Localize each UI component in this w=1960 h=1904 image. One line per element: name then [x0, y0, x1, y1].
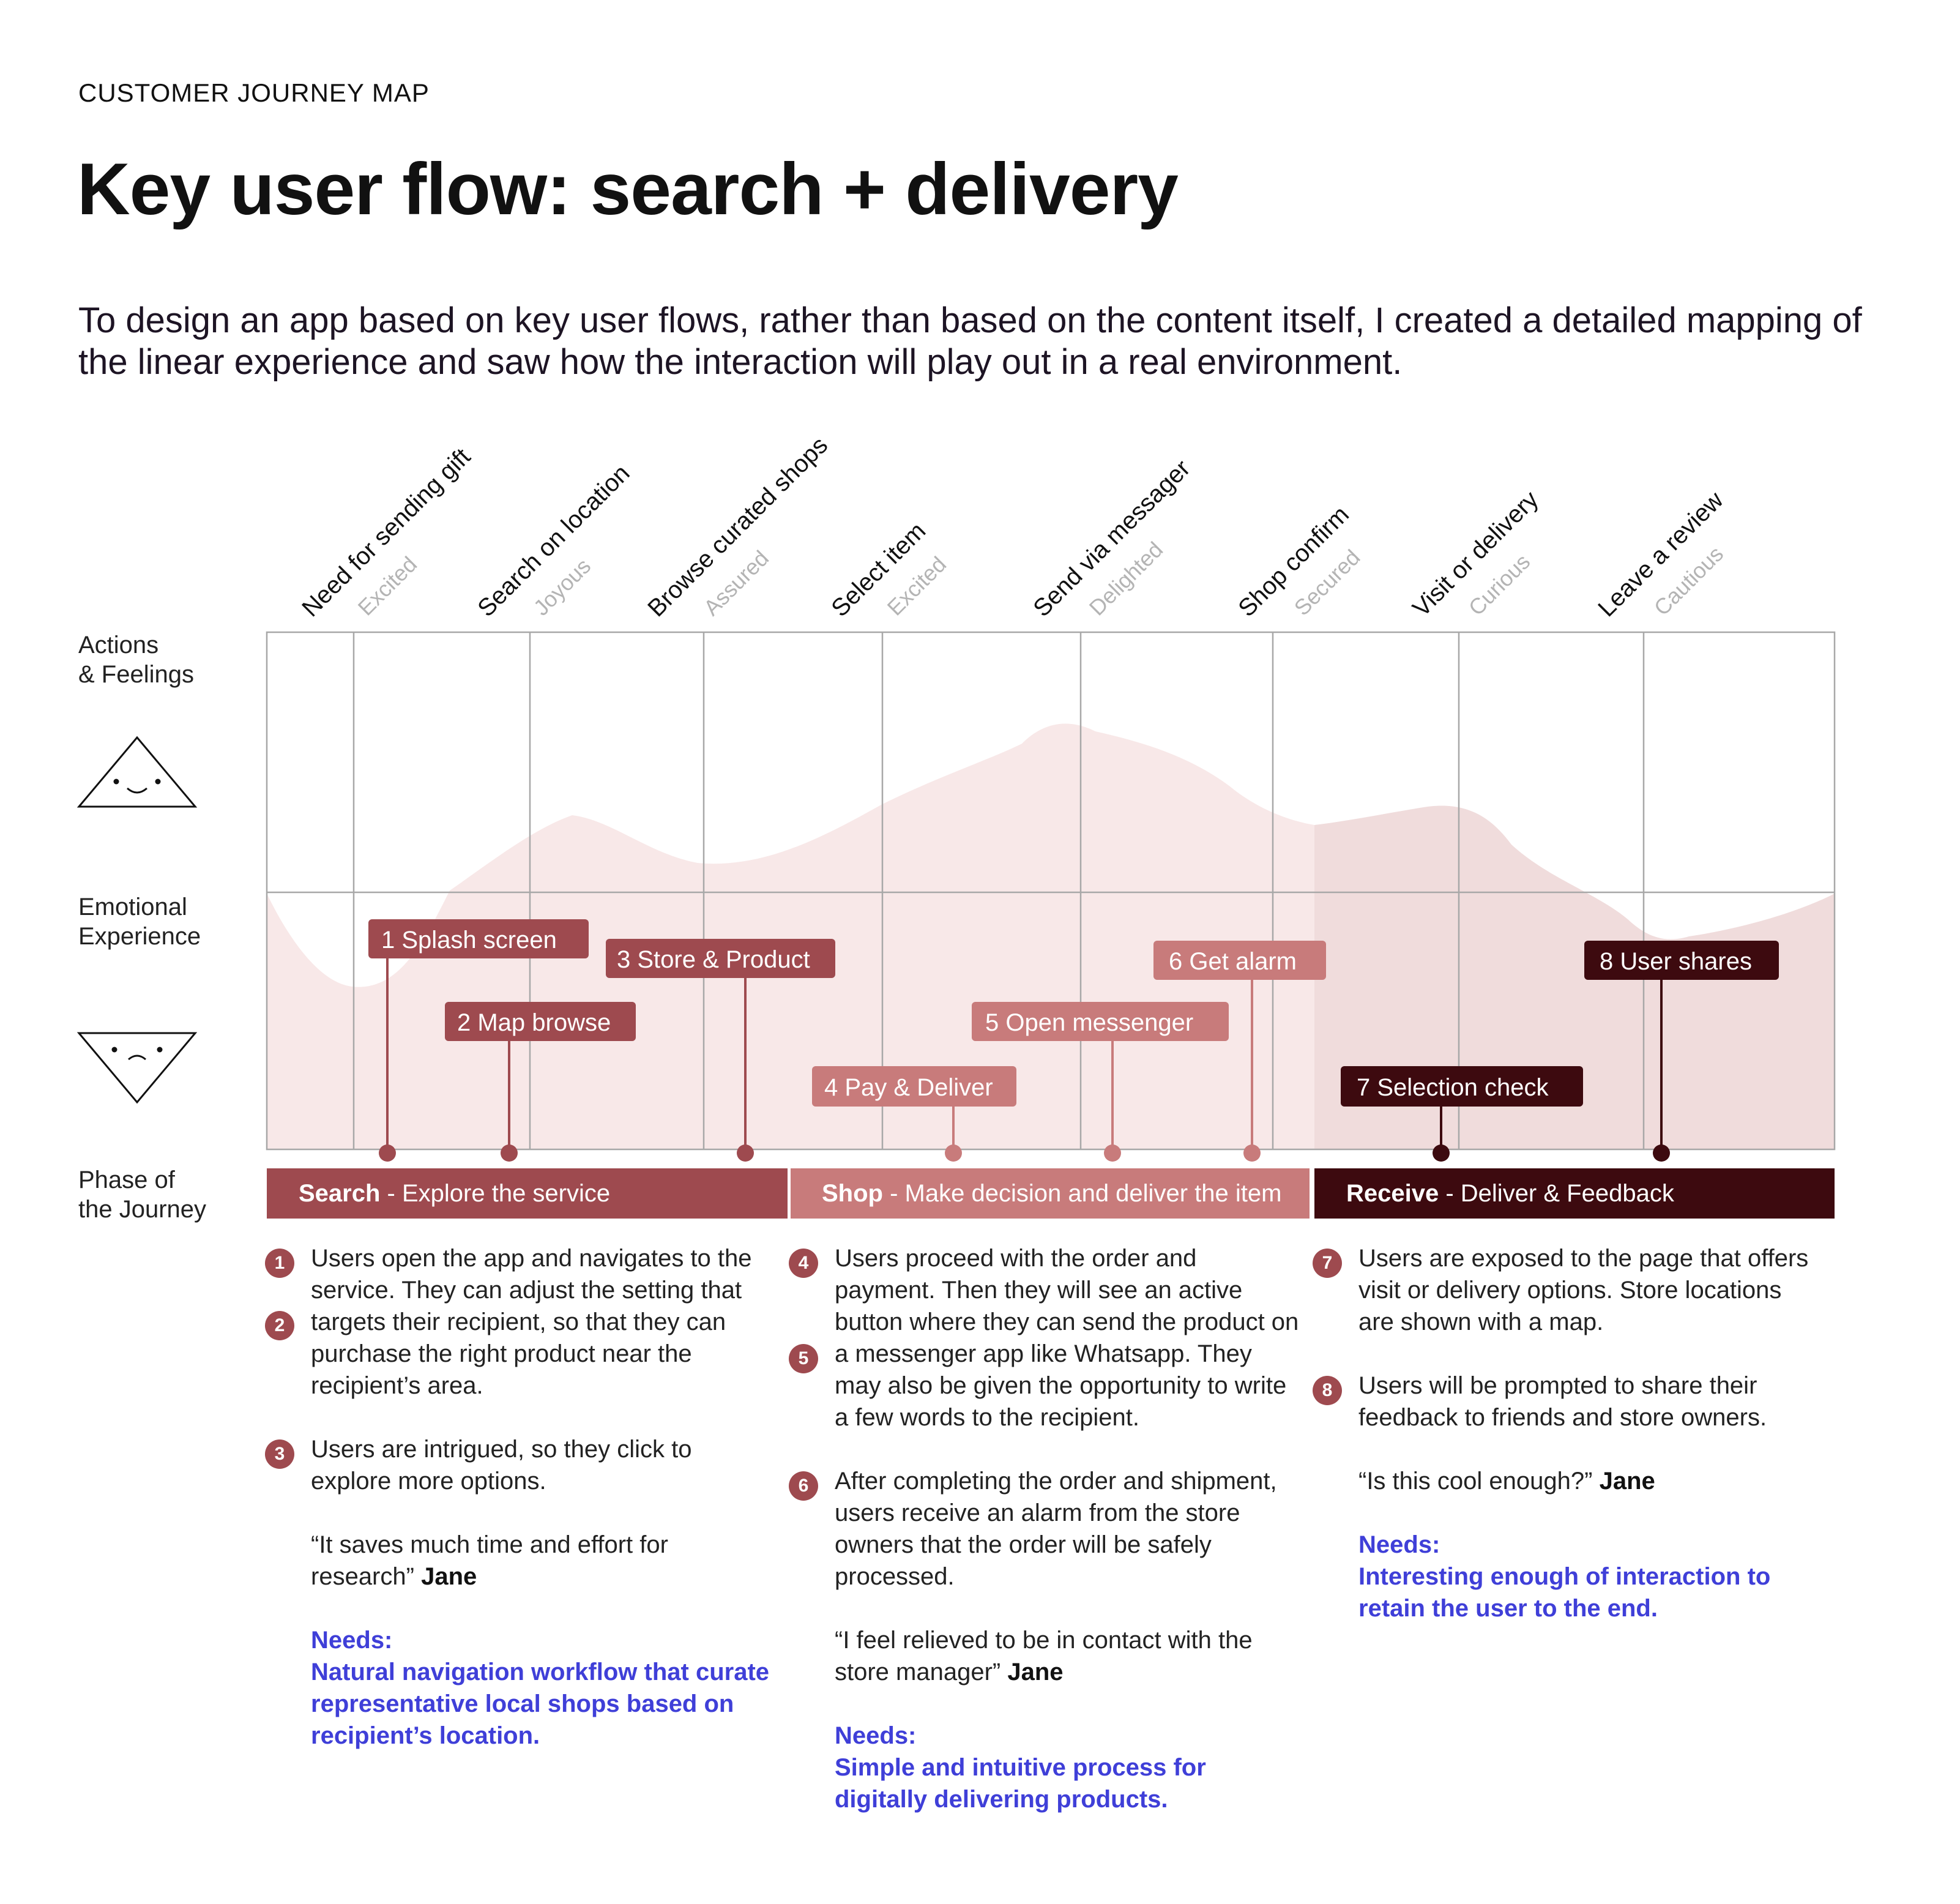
touchpoint-label: 1 Splash screen — [381, 927, 557, 954]
step-badge: 8 — [1313, 1376, 1342, 1405]
touchpoint-box — [812, 1066, 1016, 1107]
step-description: Users will be prompted to share their fe… — [1358, 1372, 1767, 1431]
touchpoint-stems — [386, 958, 1663, 1153]
phase-name: Shop — [822, 1180, 883, 1207]
touchpoint-box — [1341, 1066, 1583, 1107]
phase-bar-shop — [791, 1168, 1310, 1219]
receive-phase-details: 7 Users are exposed to the page that off… — [1313, 1242, 1824, 1624]
phase-name: Receive — [1346, 1180, 1439, 1207]
quote-text: “I feel relieved to be in contact with t… — [835, 1627, 1253, 1686]
touchpoint-dot — [737, 1144, 754, 1162]
user-quote: “It saves much time and effort for resea… — [311, 1529, 776, 1592]
action-labels: Need for sending gift Excited Search on … — [297, 431, 1728, 622]
step-badge: 5 — [789, 1344, 818, 1373]
step-description: Users open the app and navigates to the … — [311, 1245, 752, 1399]
needs-text: Simple and intuitive process for digital… — [835, 1754, 1206, 1813]
needs-block: Needs: Interesting enough of interaction… — [1358, 1529, 1824, 1624]
step-description: Users proceed with the order and payment… — [835, 1245, 1299, 1431]
touchpoint-label: 2 Map browse — [457, 1009, 611, 1036]
touchpoint-label: 7 Selection check — [1357, 1074, 1549, 1101]
page-title: Key user flow: search + delivery — [77, 148, 1179, 230]
touchpoint-box — [1153, 941, 1326, 980]
user-quote: “I feel relieved to be in contact with t… — [835, 1624, 1300, 1688]
step-description: Users are intrigued, so they click to ex… — [311, 1436, 692, 1495]
phase-desc: - Make decision and deliver the item — [883, 1180, 1281, 1207]
phase-bar-search — [267, 1168, 788, 1219]
phase-label: Shop - Make decision and deliver the ite… — [822, 1180, 1281, 1207]
emotional-experience-label: Emotional Experience — [78, 892, 201, 951]
user-quote: “Is this cool enough?” Jane — [1358, 1465, 1824, 1497]
step-badge: 2 — [265, 1311, 294, 1340]
label-line: & Feelings — [78, 661, 194, 688]
needs-label: Needs: — [1358, 1531, 1440, 1558]
label-line: the Journey — [78, 1196, 207, 1223]
touchpoint-dot — [945, 1144, 962, 1162]
phase-name: Search — [299, 1180, 380, 1207]
step-description: Users are exposed to the page that offer… — [1358, 1245, 1809, 1335]
quote-text: “It saves much time and effort for resea… — [311, 1531, 668, 1590]
quote-author: Jane — [1007, 1659, 1064, 1686]
touchpoint-box — [606, 939, 835, 978]
label-line: Experience — [78, 923, 201, 950]
quote-author: Jane — [1599, 1468, 1655, 1495]
touchpoint-label: 3 Store & Product — [617, 946, 810, 973]
search-phase-details: 1 2 Users open the app and navigates to … — [265, 1242, 776, 1752]
step-item: 3 Users are intrigued, so they click to … — [265, 1433, 776, 1497]
needs-text: Interesting enough of interaction to ret… — [1358, 1563, 1771, 1622]
actions-feelings-label: Actions & Feelings — [78, 630, 194, 689]
needs-block: Needs: Natural navigation workflow that … — [311, 1624, 776, 1752]
touchpoint-box — [972, 1002, 1229, 1041]
phase-label: Search - Explore the service — [299, 1180, 610, 1207]
label-line: Emotional — [78, 894, 187, 920]
label-line: Phase of — [78, 1167, 175, 1193]
step-badge: 4 — [789, 1249, 818, 1278]
touchpoint-label: 6 Get alarm — [1169, 948, 1297, 975]
emotion-curve-area — [267, 723, 1314, 1149]
intro-paragraph: To design an app based on key user flows… — [78, 301, 1862, 382]
touchpoint-dot — [1104, 1144, 1121, 1162]
needs-text: Natural navigation workflow that curate … — [311, 1659, 770, 1749]
phase-desc: - Deliver & Feedback — [1439, 1180, 1675, 1207]
touchpoint-label: 5 Open messenger — [985, 1009, 1193, 1036]
sad-face-icon — [76, 1032, 198, 1104]
step-item: 6 After completing the order and shipmen… — [789, 1465, 1300, 1592]
journey-phase-label: Phase of the Journey — [78, 1165, 206, 1224]
touchpoint-box — [368, 919, 589, 958]
step-badge: 1 — [265, 1249, 294, 1278]
touchpoint-dots — [379, 1144, 1670, 1162]
phase-bar-receive — [1314, 1168, 1835, 1219]
label-line: Actions — [78, 632, 159, 659]
needs-label: Needs: — [311, 1627, 393, 1654]
phase-label: Receive - Deliver & Feedback — [1346, 1180, 1675, 1207]
step-badge: 3 — [265, 1439, 294, 1469]
touchpoint-box — [445, 1002, 636, 1041]
quote-author: Jane — [421, 1563, 477, 1590]
touchpoint-dot — [1653, 1144, 1670, 1162]
touchpoint-label: 8 User shares — [1600, 948, 1752, 975]
touchpoint-dot — [1243, 1144, 1261, 1162]
phase-desc: - Explore the service — [380, 1180, 610, 1207]
touchpoint-box — [1584, 941, 1779, 980]
touchpoint-dot — [501, 1144, 518, 1162]
touchpoint-label: 4 Pay & Deliver — [824, 1074, 993, 1101]
touchpoint-dot — [1433, 1144, 1450, 1162]
touchpoint-labels: 1 Splash screen 2 Map browse 3 Store & P… — [368, 919, 1779, 1107]
needs-block: Needs: Simple and intuitive process for … — [835, 1720, 1300, 1815]
step-item: 8 Users will be prompted to share their … — [1313, 1370, 1824, 1433]
step-item: 7 Users are exposed to the page that off… — [1313, 1242, 1824, 1338]
touchpoint-dot — [379, 1144, 396, 1162]
eyebrow-label: CUSTOMER JOURNEY MAP — [78, 78, 430, 107]
quote-text: “Is this cool enough?” — [1358, 1468, 1593, 1495]
chart-grid — [266, 631, 1836, 1151]
phase-bars: Search - Explore the service Shop - Make… — [267, 1168, 1835, 1219]
step-description: After completing the order and shipment,… — [835, 1468, 1277, 1590]
step-badge: 7 — [1313, 1249, 1342, 1278]
needs-label: Needs: — [835, 1722, 917, 1749]
journey-diagram: Need for sending gift Excited Search on … — [266, 431, 1836, 1219]
happy-face-icon — [76, 736, 198, 808]
shop-phase-details: 4 5 Users proceed with the order and pay… — [789, 1242, 1300, 1815]
step-badge: 6 — [789, 1471, 818, 1501]
